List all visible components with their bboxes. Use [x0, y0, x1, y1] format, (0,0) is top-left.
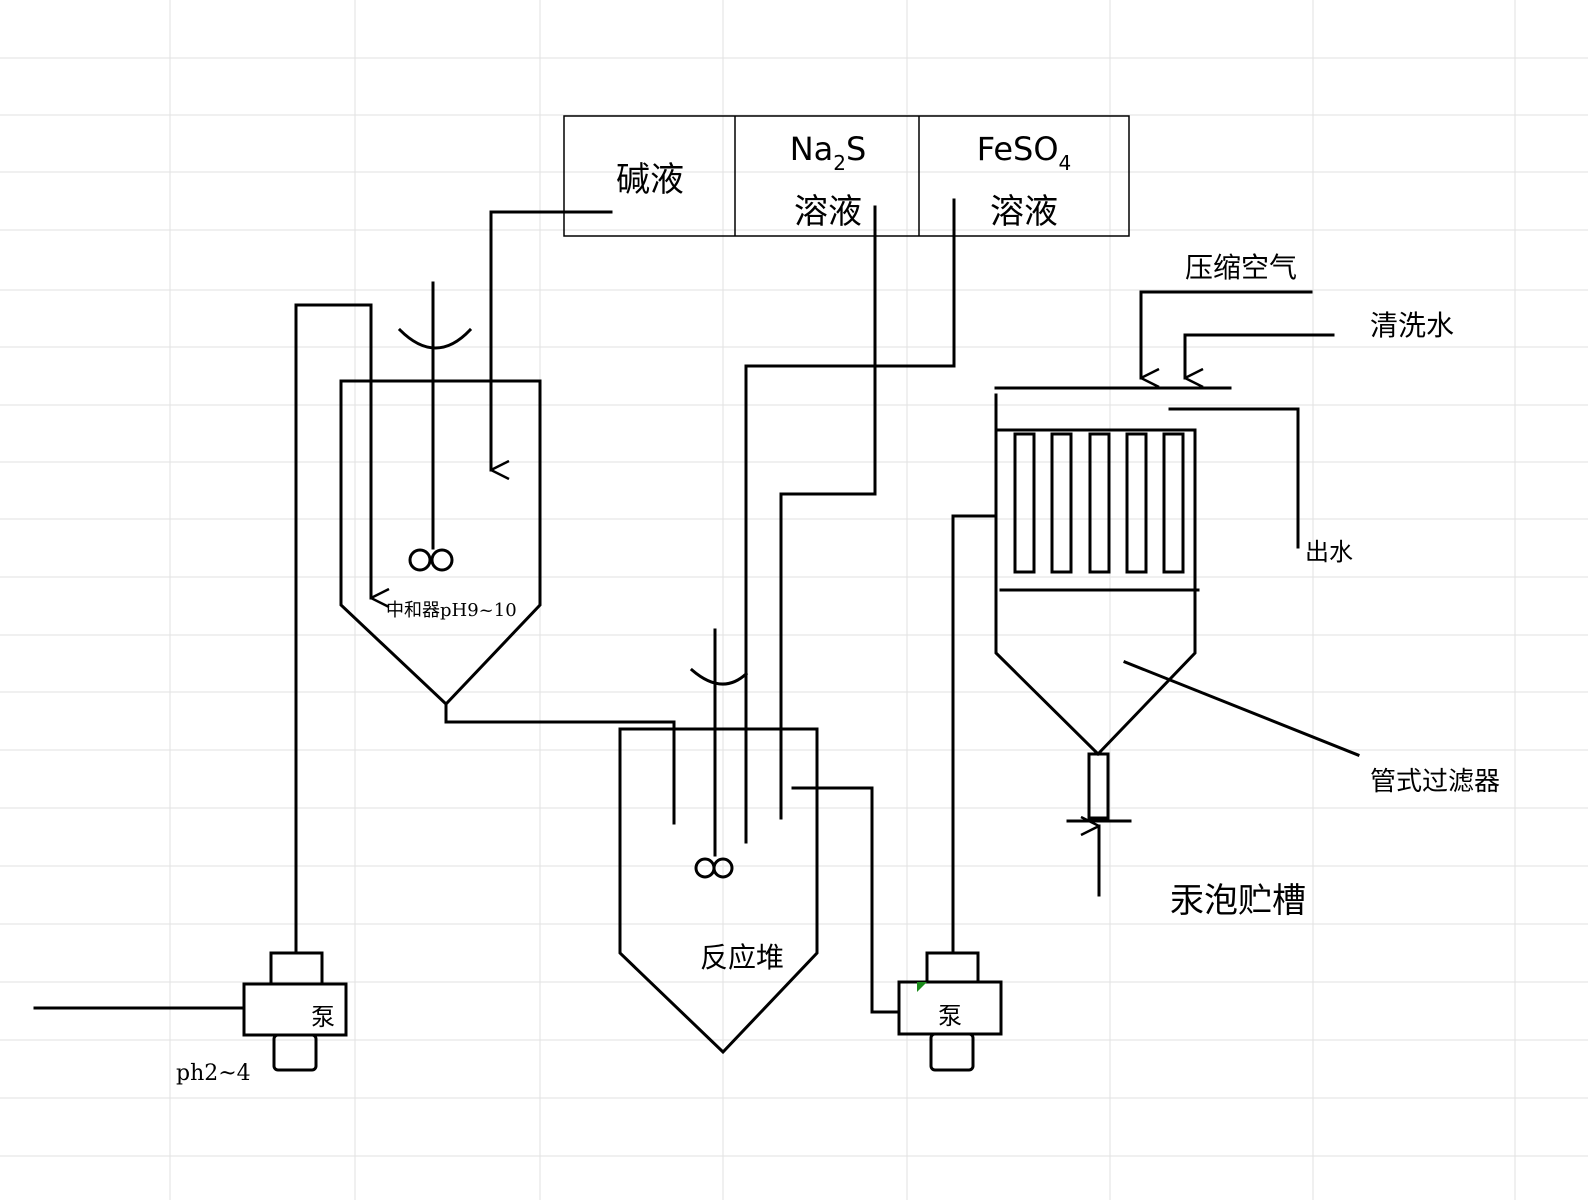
wash-water-pipe — [1183, 333, 1335, 378]
reactor-label: 反应堆 — [700, 941, 784, 974]
right-pump — [897, 951, 1003, 1072]
reagent-table: 碱液 Na2S 溶液 FeSO4 溶液 — [563, 115, 1130, 237]
compressed-air-pipe — [1139, 290, 1313, 378]
feso4-feed-pipe — [744, 198, 956, 844]
reactor-vessel — [618, 727, 819, 1055]
na2s-formula: Na2S — [790, 130, 867, 175]
tube-filter-label: 管式过滤器 — [1370, 767, 1500, 797]
filter-tubes — [1013, 432, 1185, 574]
na2s-feed-pipe — [779, 205, 877, 820]
compressed-air-label: 压缩空气 — [1185, 251, 1297, 284]
na2s-solution-label: 溶液 — [794, 192, 862, 232]
feso4-formula: FeSO4 — [977, 130, 1072, 175]
pump-marker — [917, 982, 927, 992]
left-pump-label: 泵 — [311, 1003, 335, 1031]
water-out-label: 出水 — [1305, 538, 1353, 566]
neutralizer-label: 中和器pH9~10 — [386, 600, 517, 621]
neutralizer-outlet-pipe — [444, 702, 676, 825]
tube-filter-leader — [1123, 660, 1360, 757]
mercury-tank-nozzle — [1066, 752, 1132, 823]
tube-filter-vessel — [994, 386, 1232, 757]
pump-discharge-pipe — [951, 514, 996, 955]
right-pump-label: 泵 — [938, 1002, 962, 1030]
mercury-tank-label: 汞泡贮槽 — [1170, 881, 1306, 921]
wash-water-label: 清洗水 — [1370, 309, 1454, 342]
alkali-feed-pipe — [489, 210, 613, 470]
water-outlet-pipe — [1168, 407, 1300, 549]
ph-inlet-label: ph2~4 — [176, 1061, 251, 1086]
alkali-label: 碱液 — [616, 160, 684, 200]
neutralizer-agitator — [397, 281, 473, 572]
reactor-agitator — [689, 628, 749, 879]
neutralizer-vessel — [339, 379, 542, 707]
reactor-outlet-pipe — [791, 786, 901, 1014]
feso4-solution-label: 溶液 — [990, 192, 1058, 232]
acid-inlet-pipe — [294, 303, 371, 955]
